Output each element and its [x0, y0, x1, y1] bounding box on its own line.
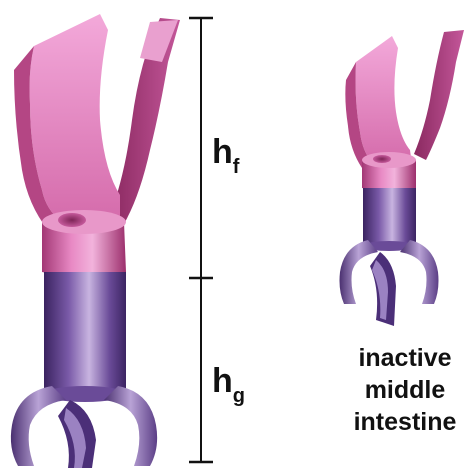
caption-line-3: intestine	[354, 408, 457, 436]
left-hole	[58, 213, 86, 227]
hg-label-sub: g	[233, 385, 245, 407]
right-hole	[373, 155, 391, 163]
right-arm-right	[400, 240, 439, 304]
hf-label: hf	[212, 133, 240, 178]
right-fork-front	[356, 36, 413, 166]
hf-label-sub: f	[233, 156, 240, 178]
caption: inactive middle intestine	[354, 344, 457, 436]
hg-label: hg	[212, 362, 245, 407]
caption-line-1: inactive	[358, 344, 451, 372]
left-structure	[11, 14, 180, 468]
dimension-lines	[189, 18, 213, 462]
right-stem	[363, 188, 416, 246]
left-arm-left	[11, 386, 66, 466]
hf-label-main: h	[212, 133, 233, 171]
left-stem	[44, 272, 126, 394]
left-fork-front	[30, 14, 121, 226]
caption-line-2: middle	[365, 376, 446, 404]
left-arm-right	[104, 386, 157, 466]
right-right-prong	[414, 30, 464, 160]
hg-label-main: h	[212, 362, 233, 400]
right-arm-left	[340, 240, 379, 304]
right-structure	[340, 30, 465, 326]
